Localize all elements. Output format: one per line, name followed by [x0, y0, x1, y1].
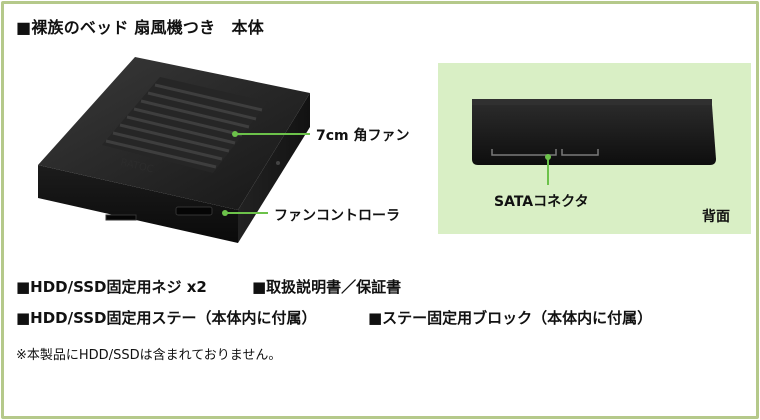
controller-callout-line: [224, 212, 268, 214]
accessory-stay: ■HDD/SSD固定用ステー（本体内に付属）: [16, 309, 317, 327]
product-photo-front: RATOC: [38, 57, 310, 243]
fan-callout-dot: [232, 131, 238, 137]
accessory-screws: ■HDD/SSD固定用ネジ x2: [16, 278, 207, 296]
controller-callout-dot: [222, 210, 228, 216]
accessory-manual: ■取扱説明書／保証書: [252, 278, 402, 296]
fan-callout-line: [234, 133, 310, 135]
sata-callout-line: [547, 157, 549, 185]
sata-connector: [491, 149, 599, 156]
disclaimer-note: ※本製品にHDD/SSDは含まれておりません。: [16, 348, 282, 363]
fan-controller-slot: [175, 206, 213, 216]
back-view-label: 背面: [702, 209, 730, 225]
page-title: ■裸族のベッド 扇風機つき 本体: [16, 18, 264, 37]
sata-callout-label: SATAコネクタ: [494, 194, 589, 210]
controller-callout-label: ファンコントローラ: [274, 208, 400, 224]
fan-grille: [102, 77, 268, 173]
fan-callout-label: 7cm 角ファン: [316, 128, 410, 144]
front-port: [105, 214, 137, 221]
led-hole: [276, 161, 280, 165]
accessory-block: ■ステー固定用ブロック（本体内に付属）: [368, 309, 653, 327]
product-photo-back: [472, 99, 716, 165]
